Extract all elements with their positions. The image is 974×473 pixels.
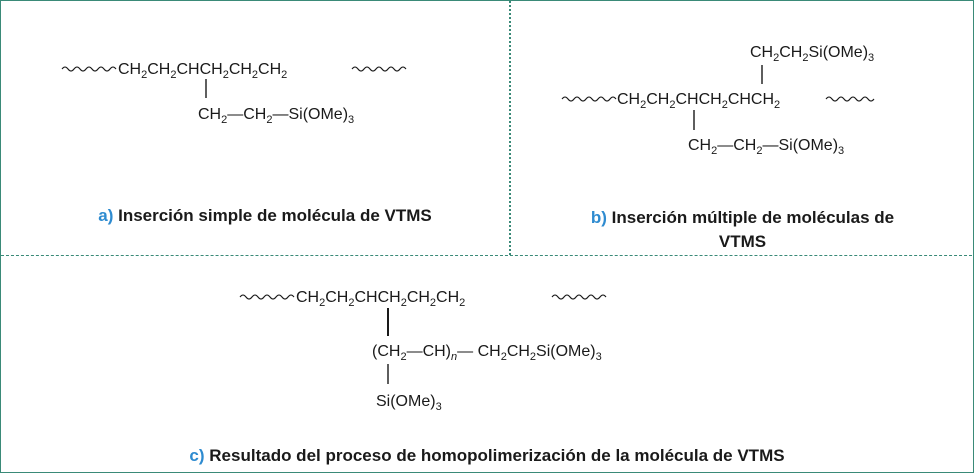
panel-a-caption: a) Inserción simple de molécula de VTMS: [30, 206, 500, 226]
panel-c-main-chain: CH2CH2CHCH2CH2CH2: [296, 289, 465, 309]
wavy-bond-left: [561, 96, 617, 102]
panel-b-caption-line1: b) Inserción múltiple de moléculas de: [515, 206, 970, 230]
panel-a-branch: CH2—CH2—Si(OMe)3: [198, 106, 354, 126]
wavy-bond-right: [825, 96, 875, 102]
panel-a-main-chain: CH2CH2CHCH2CH2CH2: [118, 61, 287, 81]
panel-b-caption: b) Inserción múltiple de moléculas de VT…: [515, 206, 970, 254]
divider-vertical: [509, 1, 511, 255]
panel-c-branch: (CH2—CH)n— CH2CH2Si(OMe)3: [372, 343, 602, 363]
divider-horizontal: [1, 255, 972, 256]
wavy-bond-left: [239, 294, 295, 300]
wavy-bond-right: [551, 294, 607, 300]
panel-b-caption-text-1: Inserción múltiple de moléculas de: [611, 208, 895, 227]
panel-c-label: c): [189, 446, 205, 465]
panel-c-pendant: Si(OMe)3: [376, 393, 442, 413]
wavy-bond-right: [351, 66, 407, 72]
panel-c-caption: c) Resultado del proceso de homopolimeri…: [20, 446, 954, 466]
panel-b-top-branch: CH2CH2Si(OMe)3: [750, 44, 874, 64]
panel-b-label: b): [590, 208, 607, 227]
panel-b-caption-text-2: VTMS: [718, 232, 767, 251]
wavy-bond-left: [61, 66, 117, 72]
panel-a-caption-text: Inserción simple de molécula de VTMS: [118, 206, 432, 225]
panel-b-main-chain: CH2CH2CHCH2CHCH2: [617, 91, 780, 111]
panel-c-caption-text: Resultado del proceso de homopolimerizac…: [209, 446, 785, 465]
panel-a-label: a): [98, 206, 114, 225]
panel-b-branch: CH2—CH2—Si(OMe)3: [688, 137, 844, 157]
